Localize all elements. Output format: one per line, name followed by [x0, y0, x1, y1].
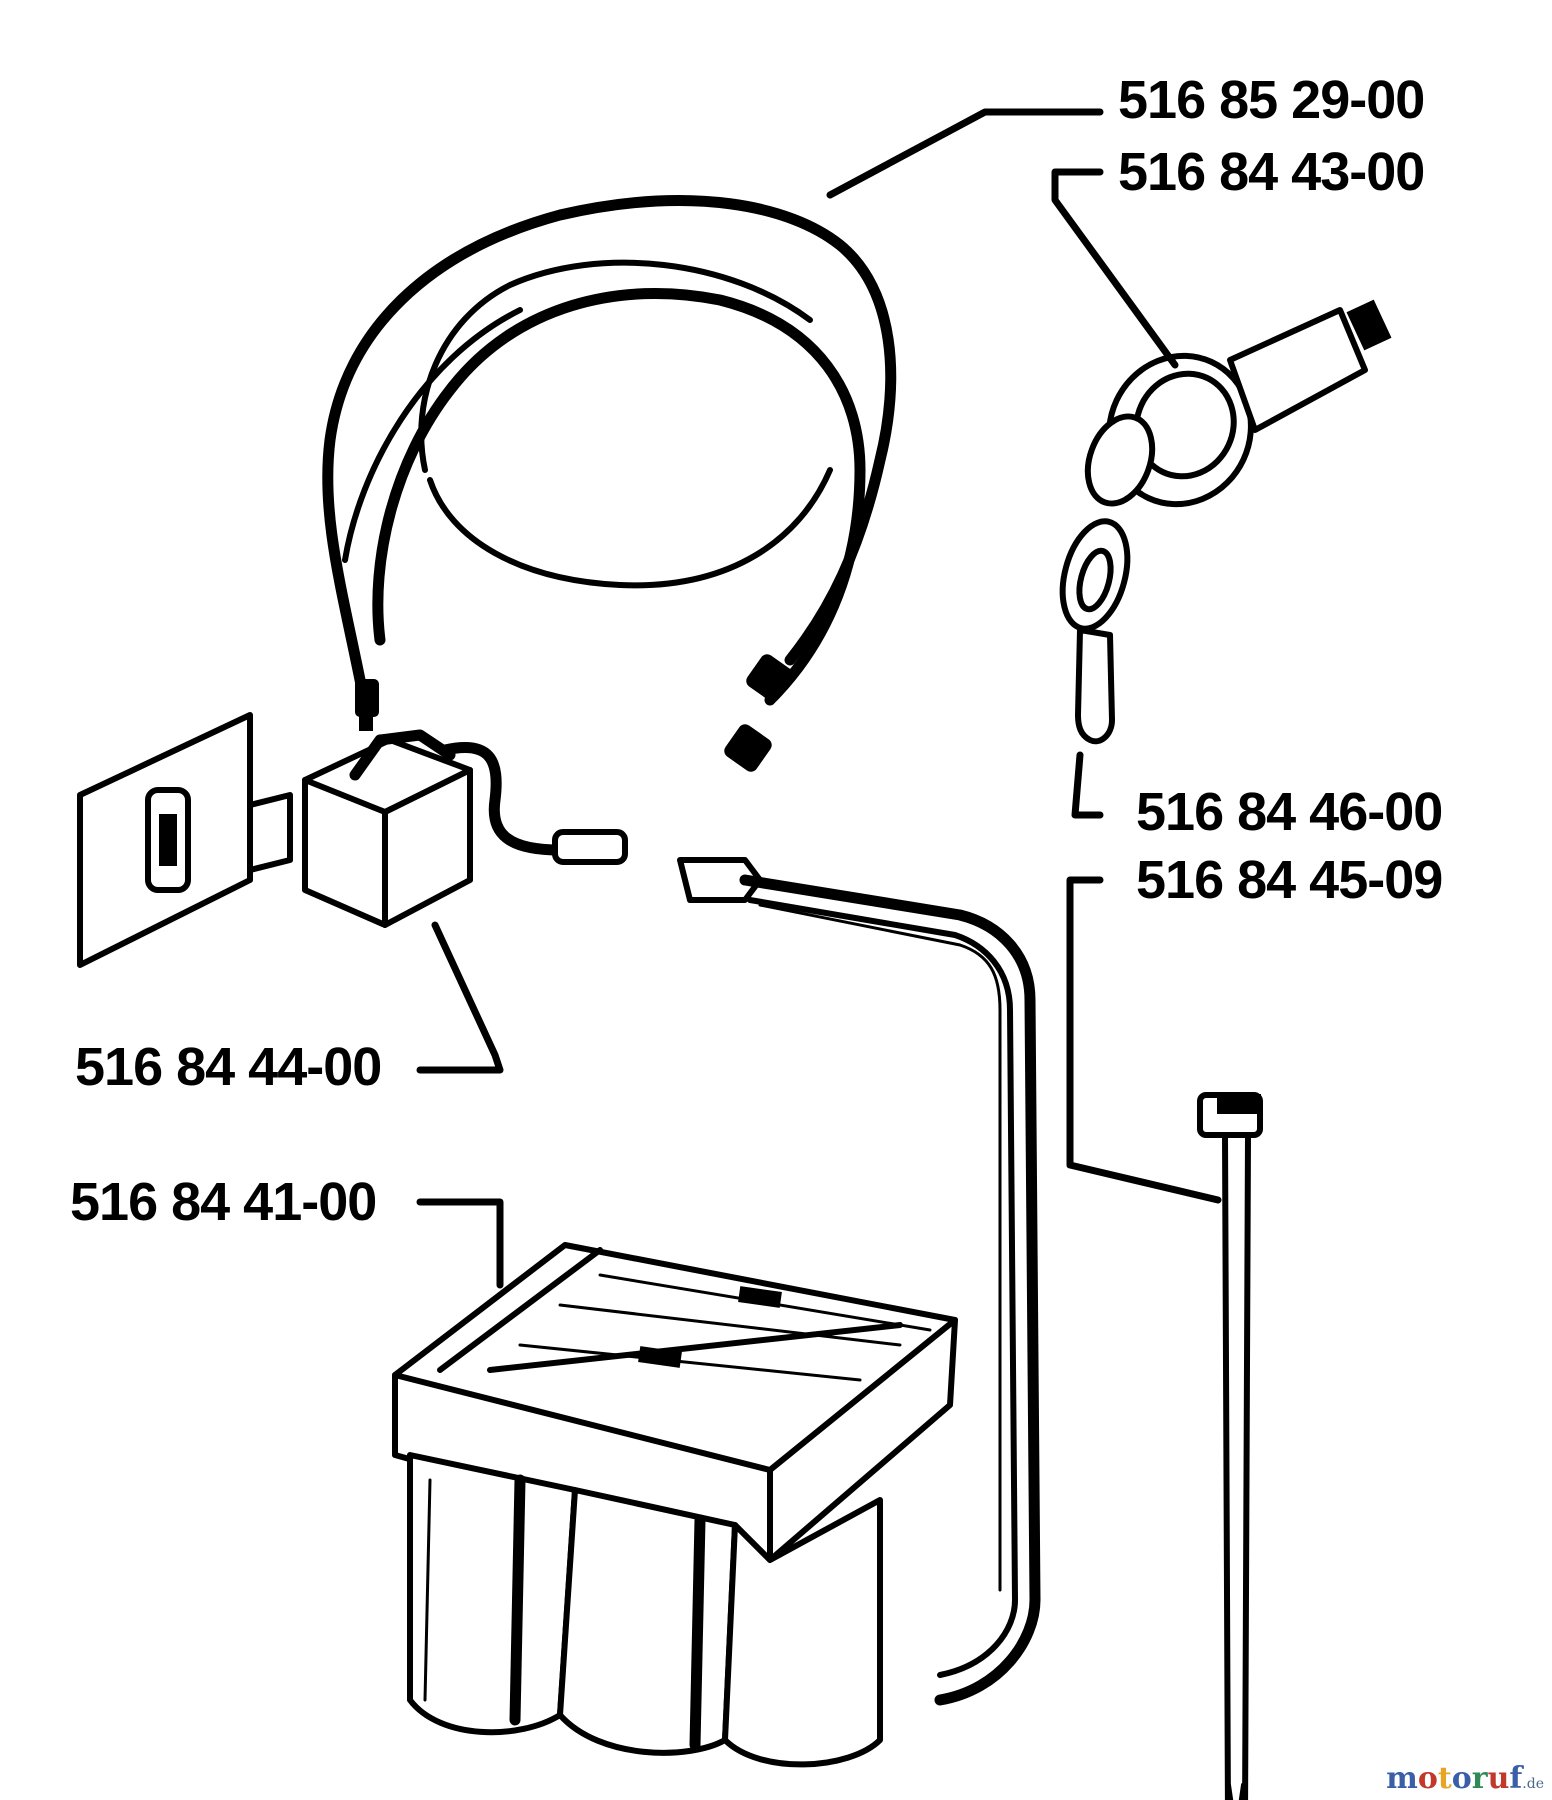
part-label-ignition-switch: 516 84 43-00 [1118, 142, 1424, 202]
key-drawing [1059, 518, 1131, 745]
part-label-key: 516 84 46-00 [1136, 782, 1442, 842]
watermark-letter: m [1386, 1761, 1418, 1796]
leader-solenoid [416, 921, 504, 1074]
battery-drawing [392, 1242, 958, 1768]
watermark-letter: u [1487, 1761, 1510, 1796]
watermark-letter: r [1471, 1761, 1488, 1796]
part-label-wiring-harness: 516 85 29-00 [1118, 70, 1424, 130]
ignition-switch-drawing [1084, 299, 1392, 508]
battery-cable-drawing [677, 857, 1041, 1706]
watermark-letter: f [1509, 1761, 1523, 1796]
watermark-letter: o [1451, 1761, 1472, 1796]
watermark-letter: t [1437, 1761, 1452, 1796]
part-label-screw: 516 84 45-09 [1136, 850, 1442, 910]
wiring-harness-drawing [322, 195, 897, 772]
part-label-solenoid-relay: 516 84 44-00 [75, 1037, 381, 1097]
solenoid-relay-drawing [77, 712, 628, 968]
leader-battery [416, 1198, 504, 1289]
leader-screw [1066, 876, 1222, 1204]
leader-wiring-harness [826, 108, 1104, 199]
leader-lines [416, 108, 1222, 1289]
watermark-suffix: .de [1522, 1776, 1544, 1792]
leader-ignition-switch [1051, 168, 1179, 369]
watermark-letters: motoruf [1386, 1761, 1522, 1796]
motoruf-watermark-logo: motoruf.de [1386, 1761, 1544, 1796]
part-label-battery: 516 84 41-00 [70, 1172, 376, 1232]
screw-drawing [1197, 1092, 1263, 1800]
watermark-letter: o [1417, 1761, 1438, 1796]
leader-key [1071, 751, 1104, 819]
